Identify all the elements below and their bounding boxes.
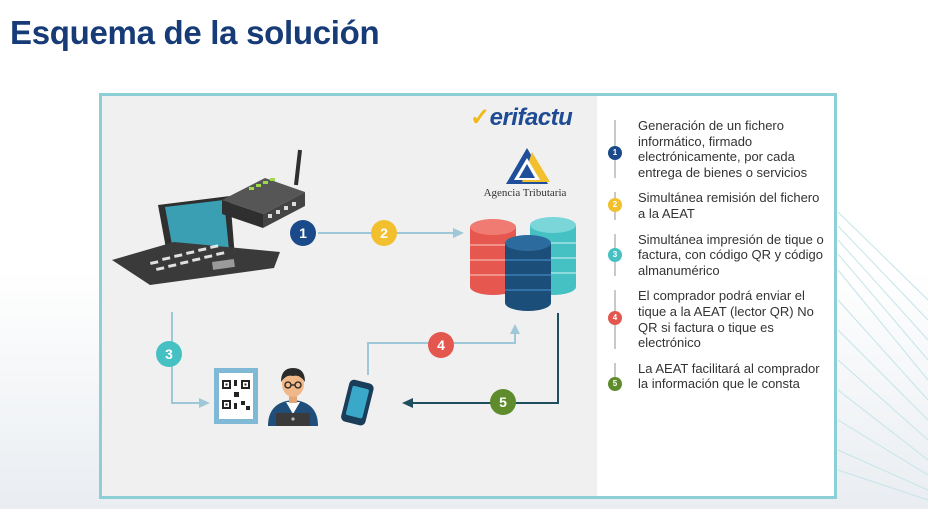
step-text-1: Generación de un fichero informático, fi… xyxy=(638,118,808,180)
solution-diagram: 1 2 3 4 5 xyxy=(112,148,576,426)
step-dot-3: 3 xyxy=(608,247,622,262)
step-circle-4: 4 xyxy=(428,332,454,358)
step-dot-2: 2 xyxy=(608,198,622,213)
step-circle-4-label: 4 xyxy=(437,337,445,353)
step-text-3: Simultánea impresión de tique o factura,… xyxy=(638,231,824,278)
logo-text: erifactu xyxy=(489,104,573,131)
step-item-1: 1 Generación de un fichero informático, … xyxy=(605,118,830,180)
steps-panel xyxy=(597,96,834,496)
step-circle-3-label: 3 xyxy=(165,346,173,362)
logo-check-mark: ✓ xyxy=(470,104,490,131)
step-circle-1: 1 xyxy=(290,220,316,246)
agencia-tributaria-emblem xyxy=(506,148,550,184)
qr-ticket-icon xyxy=(214,368,258,424)
router-icon xyxy=(222,149,305,228)
step-item-5: 5 La AEAT facilitará al comprador la inf… xyxy=(605,361,830,392)
agency-name: Agencia Tributaria xyxy=(483,187,567,199)
step-dot-5: 5 xyxy=(608,376,622,391)
step-circle-2-label: 2 xyxy=(380,225,388,241)
step-circle-5-label: 5 xyxy=(499,394,507,410)
return-arrow xyxy=(412,313,559,404)
step-item-4: 4 El comprador podrá enviar el tique a l… xyxy=(605,288,830,350)
verifactu-logo: ✓erifactu xyxy=(470,103,573,132)
smartphone-icon xyxy=(341,379,374,426)
step-circle-5: 5 xyxy=(490,389,516,415)
step-text-4: El comprador podrá enviar el tique a la … xyxy=(638,288,814,351)
laptop-icon xyxy=(112,196,280,285)
step-dot-1: 1 xyxy=(608,146,622,160)
steps-list: 1 Generación de un fichero informático, … xyxy=(605,118,830,402)
step-text-5: La AEAT facilitará al comprador la infor… xyxy=(638,360,820,392)
step-dot-4: 4 xyxy=(608,311,622,326)
step-circle-1-label: 1 xyxy=(299,225,307,241)
step-circle-3: 3 xyxy=(156,341,182,367)
step-item-2: 2 Simultánea remisión del fichero a la A… xyxy=(605,190,830,221)
buyer-person-icon xyxy=(268,368,318,426)
step-text-2: Simultánea remisión del fichero a la AEA… xyxy=(638,190,820,221)
step-circle-2: 2 xyxy=(371,220,397,246)
step-item-3: 3 Simultánea impresión de tique o factur… xyxy=(605,232,830,279)
database-icon xyxy=(470,217,576,311)
page-title: Esquema de la solución xyxy=(10,14,380,51)
